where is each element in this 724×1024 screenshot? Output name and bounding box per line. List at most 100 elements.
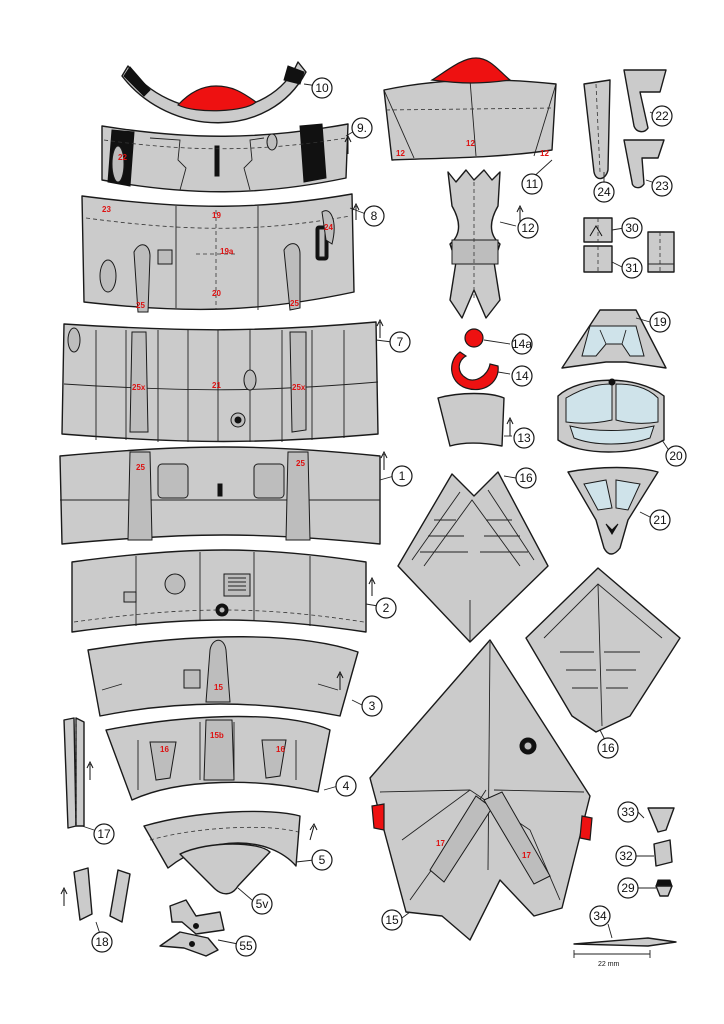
number-24: 24 [593, 181, 615, 203]
number-30: 30 [621, 217, 643, 239]
label-24: 24 [324, 223, 333, 232]
svg-text:24: 24 [597, 185, 611, 199]
number-14a: 14a [511, 333, 533, 355]
part-17 [63, 717, 85, 829]
label-25-left: 25 [136, 301, 145, 310]
number-16-lower: 16 [597, 737, 619, 759]
label-25-frame1-right: 25 [296, 459, 305, 468]
number-3: 3 [361, 695, 383, 717]
part-19 [561, 309, 667, 369]
part-16-lower [525, 567, 681, 733]
part-20 [557, 378, 665, 453]
svg-text:22: 22 [655, 109, 669, 123]
part-14a [464, 328, 484, 348]
svg-text:21: 21 [653, 513, 667, 527]
part-29 [655, 879, 673, 897]
label-12-right: 12 [540, 149, 549, 158]
part-11 [383, 57, 557, 161]
number-4: 4 [335, 775, 357, 797]
label-17-left: 17 [436, 839, 445, 848]
number-13: 13 [513, 427, 535, 449]
number-10: 10 [311, 77, 333, 99]
svg-text:18: 18 [95, 935, 109, 949]
svg-text:4: 4 [343, 779, 350, 793]
part-1 [59, 446, 381, 545]
label-16-right: 16 [276, 745, 285, 754]
number-14: 14 [511, 365, 533, 387]
label-25-right: 25 [290, 299, 299, 308]
number-7: 7 [389, 331, 411, 353]
part-10 [121, 61, 307, 124]
label-23: 23 [102, 205, 111, 214]
svg-text:31: 31 [625, 261, 639, 275]
svg-text:5: 5 [319, 853, 326, 867]
svg-text:11: 11 [526, 177, 539, 191]
number-21: 21 [649, 509, 671, 531]
svg-text:5v: 5v [256, 897, 269, 911]
svg-text:29: 29 [621, 881, 635, 895]
label-12-center: 12 [466, 139, 475, 148]
number-2: 2 [375, 597, 397, 619]
assembly-arrows [60, 134, 524, 906]
label-20: 20 [212, 289, 221, 298]
svg-text:17: 17 [97, 827, 111, 841]
svg-text:9.: 9. [357, 121, 367, 135]
part-31 [583, 231, 675, 273]
part-15 [369, 639, 593, 941]
number-9: 9. [351, 117, 373, 139]
svg-text:32: 32 [619, 849, 633, 863]
part-23 [623, 139, 665, 189]
part-7 [61, 321, 379, 443]
number-55: 55 [235, 935, 257, 957]
part-55 [159, 899, 225, 957]
part-12 [447, 169, 501, 319]
part-3 [87, 636, 359, 717]
number-32: 32 [615, 845, 637, 867]
part-14 [451, 351, 499, 391]
number-11: 11 [521, 173, 543, 195]
svg-text:55: 55 [239, 939, 253, 953]
label-19a: 19a [220, 247, 234, 256]
svg-text:13: 13 [517, 431, 531, 445]
part-4 [105, 715, 331, 801]
svg-text:12: 12 [521, 221, 535, 235]
part-30 [583, 217, 613, 243]
part-34 [573, 937, 677, 958]
label-25-frame1-left: 25 [136, 463, 145, 472]
part-18 [73, 867, 131, 923]
part-2 [71, 549, 367, 633]
label-25x-left: 25x [132, 383, 146, 392]
number-18: 18 [91, 931, 113, 953]
part-16-upper [397, 471, 549, 643]
label-16-left: 16 [160, 745, 169, 754]
part-8 [81, 193, 355, 313]
number-22: 22 [651, 105, 673, 127]
red-labels: 19 19a 20 21 12 12 12 22 23 24 25 25 25x… [102, 139, 549, 860]
svg-text:20: 20 [669, 449, 683, 463]
number-19: 19 [649, 311, 671, 333]
svg-text:14a: 14a [512, 337, 532, 351]
svg-text:7: 7 [397, 335, 404, 349]
svg-text:3: 3 [369, 699, 376, 713]
part-5v [179, 843, 271, 895]
label-19: 19 [212, 211, 221, 220]
label-22: 22 [118, 153, 127, 162]
number-16-upper: 16 [515, 467, 537, 489]
part-21 [567, 466, 659, 555]
number-34: 34 [589, 905, 611, 927]
number-12: 12 [517, 217, 539, 239]
number-1: 1 [391, 465, 413, 487]
number-23: 23 [651, 175, 673, 197]
part-24 [583, 79, 611, 180]
number-31: 31 [621, 257, 643, 279]
part-9 [101, 123, 349, 193]
label-21: 21 [212, 381, 221, 390]
number-8: 8 [363, 205, 385, 227]
svg-text:23: 23 [655, 179, 669, 193]
svg-text:10: 10 [315, 81, 329, 95]
svg-text:16: 16 [601, 741, 615, 755]
label-17-right: 17 [522, 851, 531, 860]
number-20: 20 [665, 445, 687, 467]
svg-text:34: 34 [593, 909, 607, 923]
